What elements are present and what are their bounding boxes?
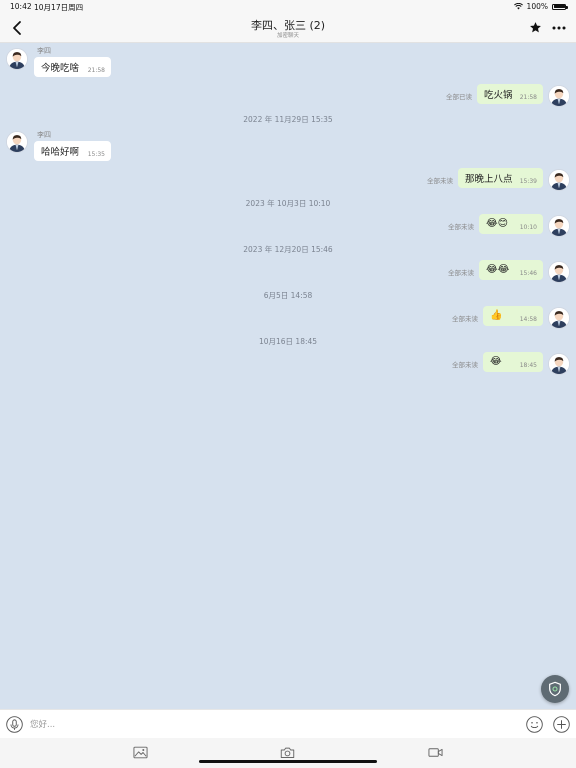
date-separator: 2023 年 12月20日 15:46 bbox=[243, 245, 333, 254]
read-status: 全部未读 bbox=[452, 361, 478, 369]
avatar[interactable] bbox=[548, 215, 570, 237]
date-separator: 2022 年 11月29日 15:35 bbox=[243, 115, 333, 124]
message-time: 15:39 bbox=[519, 178, 537, 185]
nav-bar: 李四、张三 (2) 加密聊天 bbox=[0, 14, 576, 43]
read-status: 全部未读 bbox=[448, 269, 474, 277]
image-icon[interactable] bbox=[133, 746, 148, 759]
message-time: 10:10 bbox=[519, 224, 537, 231]
avatar[interactable] bbox=[548, 169, 570, 191]
message-bubble[interactable]: 那晚上八点 15:39 bbox=[458, 168, 543, 188]
message-text: 😂 bbox=[490, 356, 502, 367]
message-time: 15:46 bbox=[519, 270, 537, 277]
date-separator: 2023 年 10月3日 10:10 bbox=[245, 199, 331, 208]
message-text: 哈哈好啊 bbox=[41, 147, 80, 158]
smiley-icon[interactable] bbox=[526, 716, 543, 733]
message-input[interactable] bbox=[30, 715, 516, 734]
chat-subtitle: 加密聊天 bbox=[276, 33, 299, 39]
status-time: 10:42 bbox=[10, 2, 32, 11]
battery-percent: 100% bbox=[526, 2, 548, 11]
message-text: 那晚上八点 bbox=[465, 174, 513, 185]
battery-icon bbox=[552, 3, 568, 10]
avatar[interactable] bbox=[6, 131, 28, 153]
message-text: 😂😂 bbox=[486, 264, 510, 275]
message-text: 👍 bbox=[490, 310, 503, 321]
input-bar bbox=[0, 709, 576, 738]
message-time: 21:58 bbox=[87, 67, 105, 74]
status-bar: 10:42 10月17日周四 100% bbox=[0, 0, 576, 14]
message-bubble[interactable]: 哈哈好啊 15:35 bbox=[34, 141, 111, 161]
message-bubble[interactable]: 今晚吃啥 21:58 bbox=[34, 57, 111, 77]
more-dots-icon[interactable] bbox=[552, 26, 566, 30]
message-bubble[interactable]: 吃火锅 21:58 bbox=[477, 84, 543, 104]
read-status: 全部未读 bbox=[448, 223, 474, 231]
avatar[interactable] bbox=[548, 85, 570, 107]
wifi-icon bbox=[513, 3, 523, 10]
bottom-toolbar bbox=[0, 738, 576, 768]
message-bubble[interactable]: 😂 18:45 bbox=[483, 352, 543, 372]
message-time: 21:58 bbox=[519, 94, 537, 101]
read-status: 全部已读 bbox=[446, 93, 472, 101]
message-text: 今晚吃啥 bbox=[41, 63, 80, 74]
avatar[interactable] bbox=[548, 307, 570, 329]
date-separator: 10月16日 18:45 bbox=[258, 337, 318, 346]
message-time: 15:35 bbox=[87, 151, 105, 158]
avatar[interactable] bbox=[548, 261, 570, 283]
sender-name: 李四 bbox=[37, 47, 51, 55]
message-time: 14:58 bbox=[519, 316, 537, 323]
plus-icon[interactable] bbox=[553, 716, 570, 733]
avatar[interactable] bbox=[548, 353, 570, 375]
sender-name: 李四 bbox=[37, 131, 51, 139]
chat-title: 李四、张三 (2) bbox=[250, 19, 326, 32]
back-button[interactable] bbox=[10, 20, 24, 36]
message-bubble[interactable]: 😂😂 15:46 bbox=[479, 260, 543, 280]
message-text: 😂😊 bbox=[486, 218, 509, 229]
chat-area[interactable]: 李四 今晚吃啥 21:58 全部已读 吃火锅 21:58 2022 年 11月2… bbox=[0, 43, 576, 709]
date-separator: 6月5日 14:58 bbox=[263, 291, 313, 300]
shield-button[interactable] bbox=[541, 675, 569, 703]
message-bubble[interactable]: 👍 14:58 bbox=[483, 306, 543, 326]
status-date: 10月17日周四 bbox=[34, 3, 84, 12]
microphone-icon[interactable] bbox=[6, 716, 23, 733]
shield-icon bbox=[549, 681, 561, 697]
message-bubble[interactable]: 😂😊 10:10 bbox=[479, 214, 543, 234]
read-status: 全部未读 bbox=[452, 315, 478, 323]
status-right: 100% bbox=[513, 2, 568, 11]
read-status: 全部未读 bbox=[427, 177, 453, 185]
message-text: 吃火锅 bbox=[484, 90, 513, 101]
message-time: 18:45 bbox=[519, 362, 537, 369]
camera-icon[interactable] bbox=[280, 746, 295, 759]
avatar[interactable] bbox=[6, 48, 28, 70]
video-icon[interactable] bbox=[428, 746, 443, 759]
star-icon[interactable] bbox=[529, 21, 542, 34]
home-indicator bbox=[199, 760, 377, 763]
